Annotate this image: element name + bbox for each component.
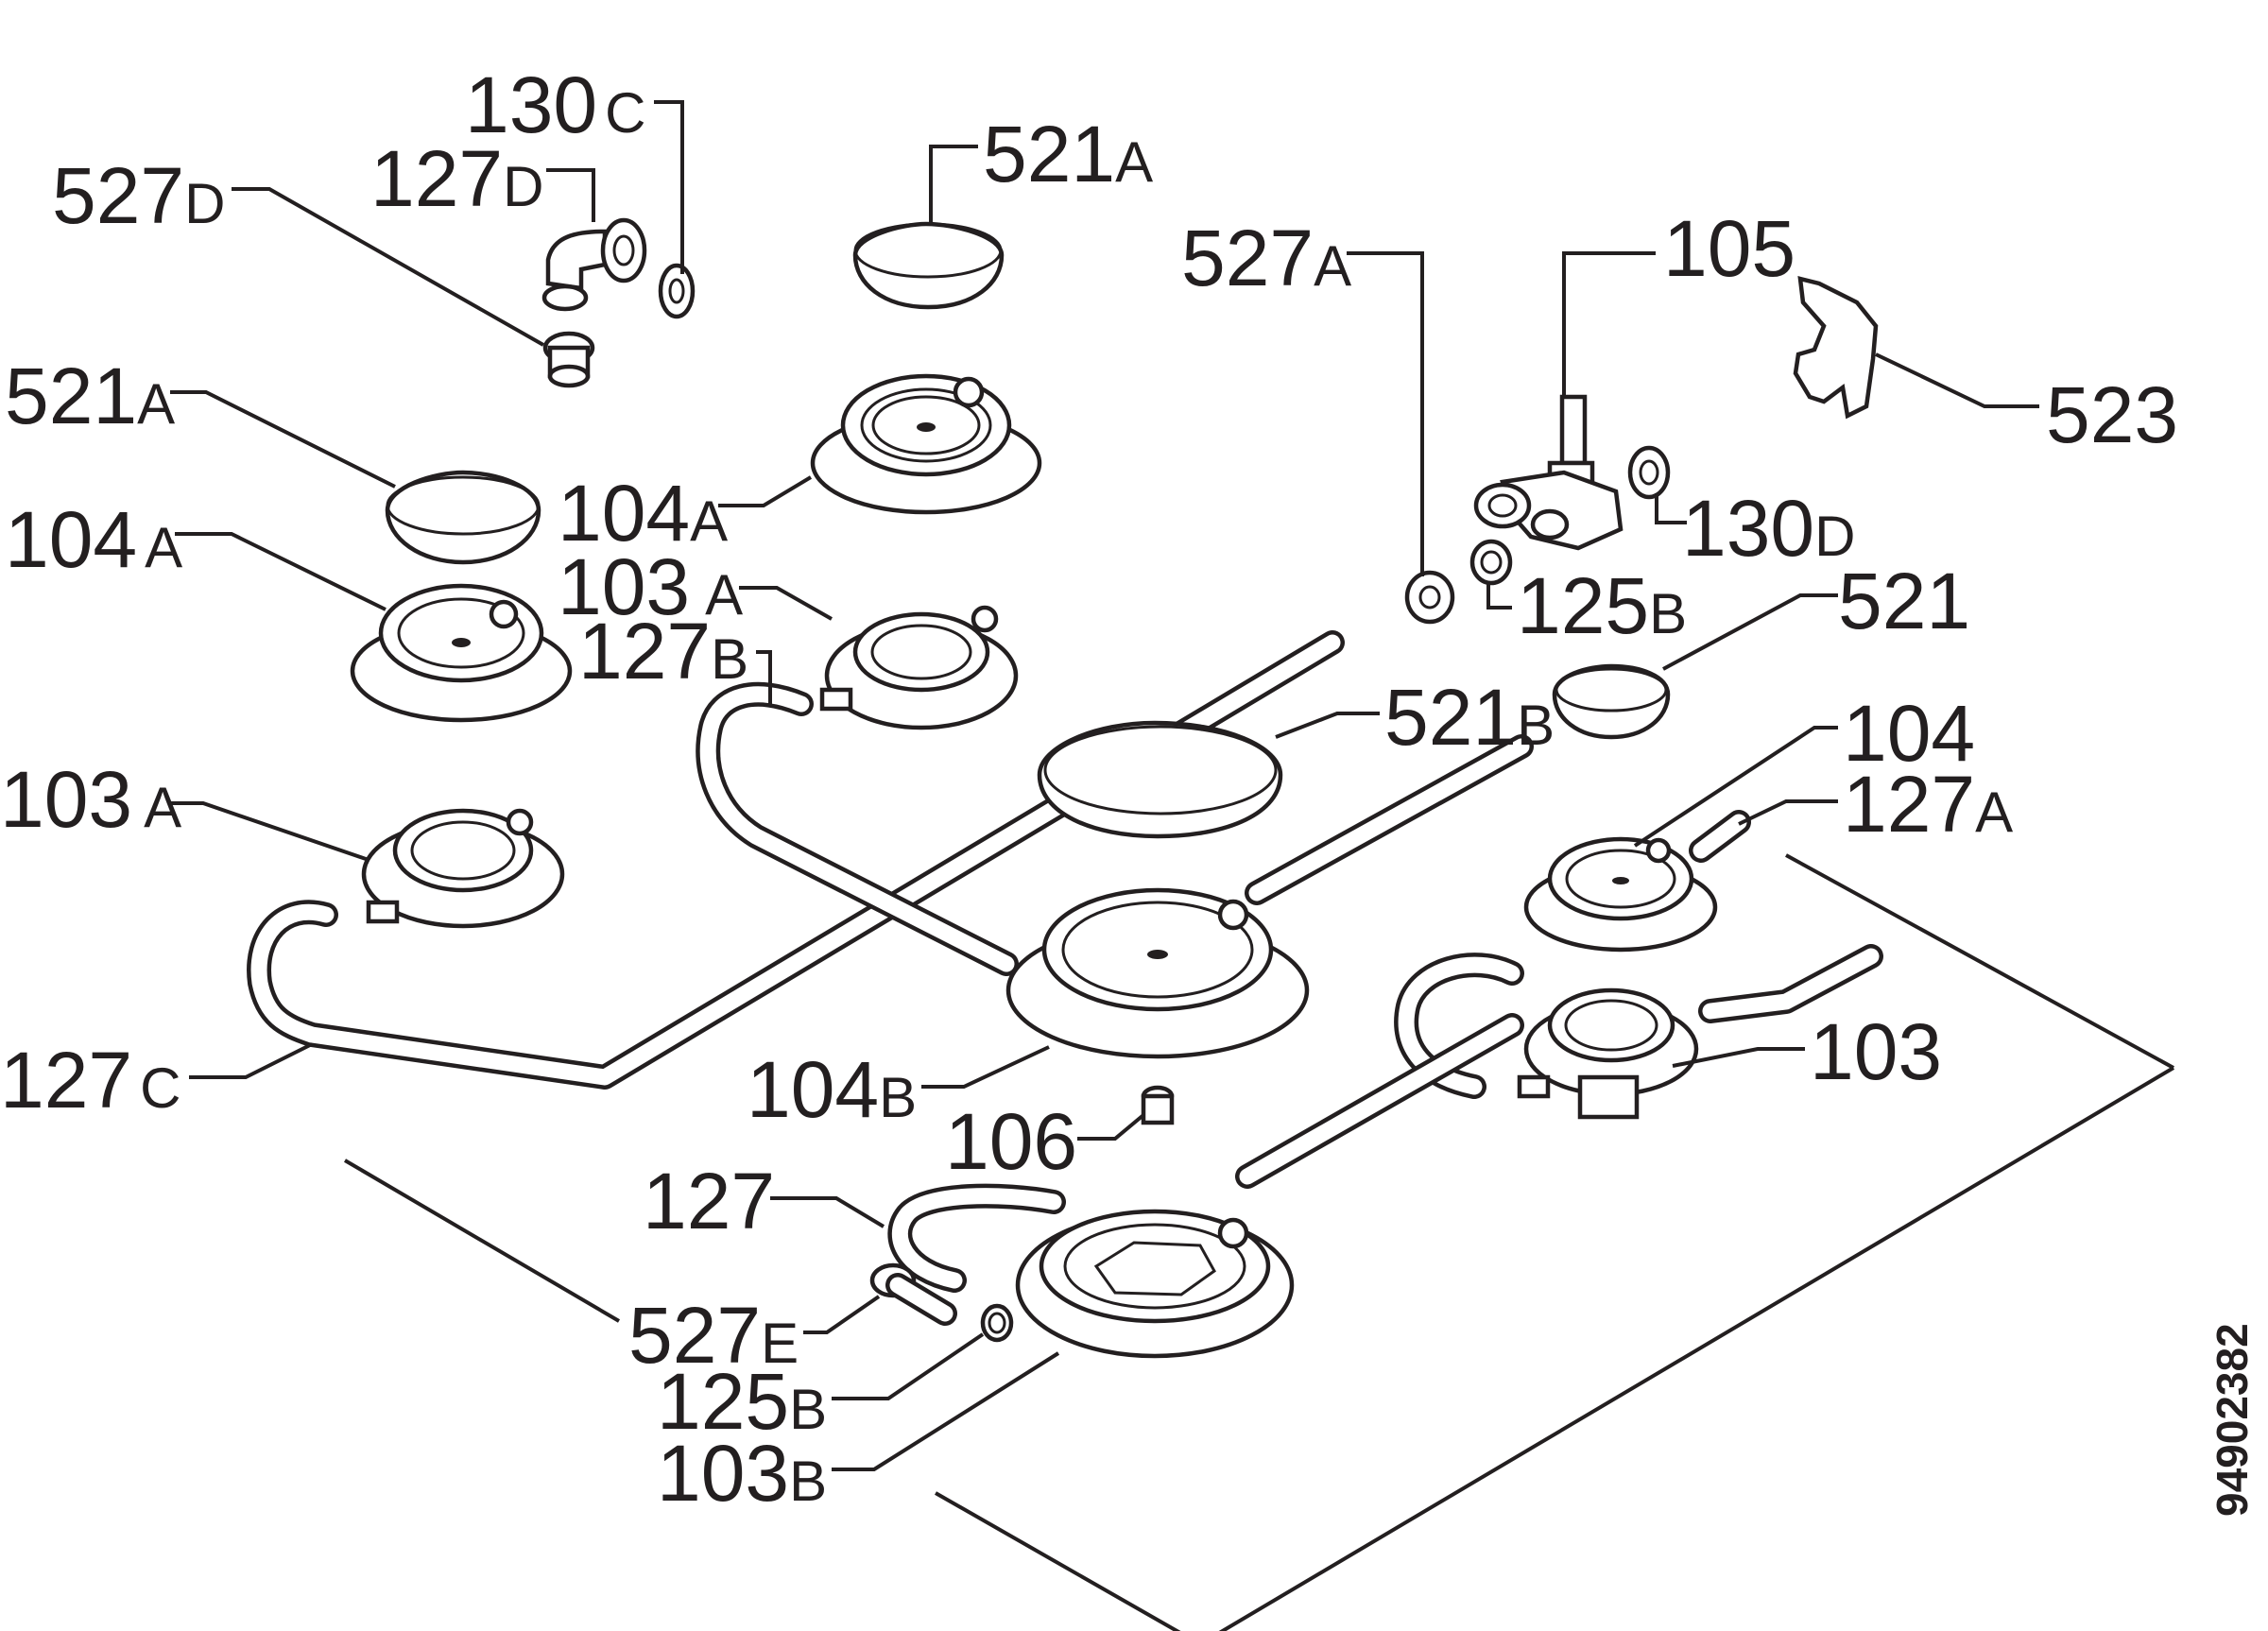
burner-cap-521a-top (852, 221, 1005, 310)
burner-base-103-right (1517, 987, 1699, 1120)
gas-tubes (247, 630, 1883, 1293)
nozzle-527d (542, 331, 595, 388)
nozzle-125b-top (1469, 539, 1513, 586)
clip-523 (1793, 276, 1879, 420)
seal-130c (658, 263, 696, 319)
gas-valve-105 (1473, 394, 1624, 551)
label-523: 523 (2046, 370, 2178, 459)
label-103b: 103B (657, 1429, 827, 1518)
label-125b-top: 125B (1517, 561, 1687, 650)
burner-base-103a-mid (819, 605, 1019, 730)
label-527d: 527D (52, 151, 226, 240)
burner-cap-521-right (1552, 663, 1671, 740)
label-521b: 521B (1384, 673, 1555, 762)
label-104a-mid: 104A (558, 469, 728, 558)
label-127a: 127A (1843, 760, 2013, 849)
burner-cap-521b (1037, 720, 1283, 839)
label-106: 106 (945, 1097, 1077, 1186)
label-130d: 130D (1682, 484, 1856, 573)
injector-106 (1141, 1085, 1175, 1125)
label-125b-bottom: 125B (657, 1357, 827, 1446)
figure-id: 94902382 (2208, 1323, 2257, 1517)
burner-crown-104b (1005, 887, 1310, 1059)
burner-base-103a-left (361, 808, 565, 929)
label-104b: 104B (747, 1045, 917, 1134)
label-127b: 127B (578, 607, 748, 695)
seal-130d (1627, 445, 1671, 500)
nozzle-125b-bottom (980, 1303, 1014, 1343)
burner-crown-104-right (1523, 836, 1718, 953)
burner-cap-521a-left (385, 470, 541, 565)
label-527a: 527A (1181, 214, 1351, 302)
label-104: 104 (1843, 689, 1975, 778)
burner-crown-104a-top (810, 373, 1042, 515)
label-103: 103 (1810, 1007, 1942, 1096)
leader-lines (170, 100, 2039, 1471)
label-521: 521 (1838, 557, 1970, 645)
burner-base-103b (1015, 1209, 1295, 1359)
label-521a-top: 521A (983, 110, 1153, 198)
label-527e: 527E (628, 1291, 799, 1380)
nut-527a (1404, 570, 1455, 625)
elbow-fitting-127d (541, 217, 647, 312)
burner-crown-104a-left (350, 583, 573, 723)
label-127: 127 (643, 1157, 775, 1245)
hob-outline (343, 853, 2175, 1631)
label-105: 105 (1663, 204, 1796, 293)
label-521a-left: 521A (5, 352, 175, 440)
fitting-527e (869, 1262, 957, 1326)
label-127d: 127D (370, 134, 544, 223)
